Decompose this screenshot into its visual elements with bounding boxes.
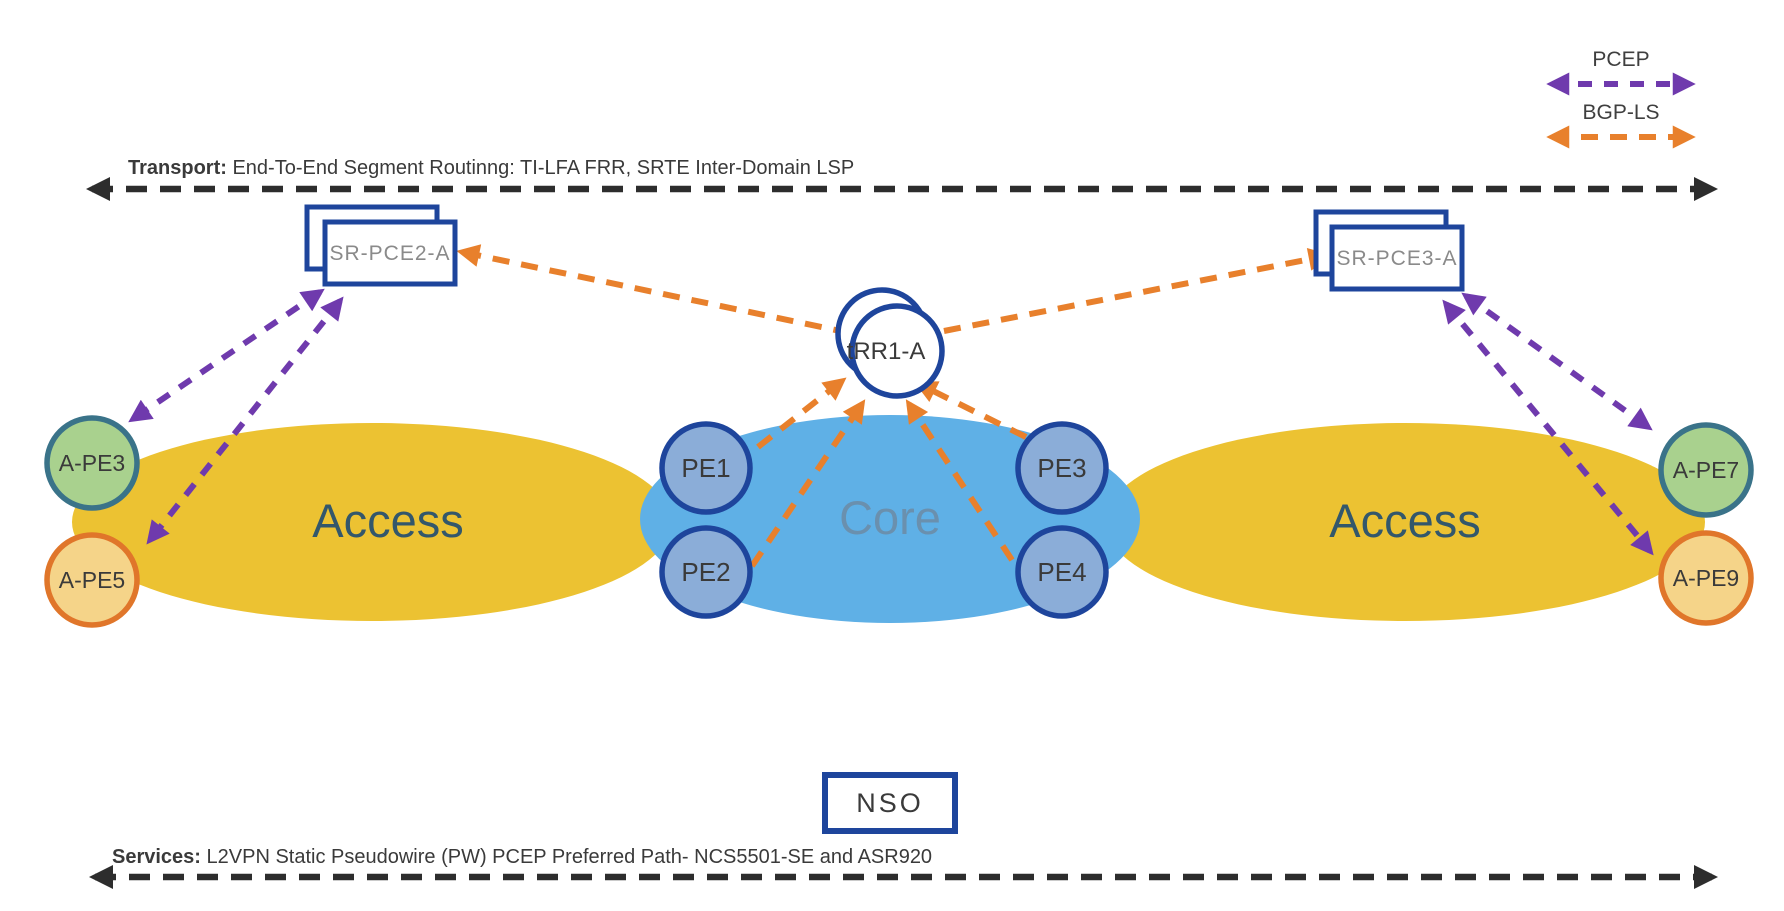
srpce3-node-front (1329, 224, 1465, 292)
pcep-arrow-srpce3-ape9 (1442, 299, 1654, 556)
ape9-label: A-PE9 (1673, 565, 1739, 591)
access-right-label: Access (1329, 494, 1481, 547)
services-caption-text: L2VPN Static Pseudowire (PW) PCEP Prefer… (206, 846, 933, 868)
ape3-node (44, 415, 140, 511)
ape7-label: A-PE7 (1673, 457, 1739, 483)
pe1-node (659, 421, 753, 515)
ape5-label: A-PE5 (59, 567, 125, 593)
bgpls-arrow-trr-to-srpce3 (943, 248, 1332, 334)
bgpls-arrow-pe1-to-trr (756, 377, 847, 450)
core-label: Core (839, 491, 941, 544)
srpce2-node-front (322, 219, 458, 287)
pe4-node (1015, 525, 1109, 619)
bgpls-arrow-pe4-to-trr (905, 399, 1015, 562)
pe3-label: PE3 (1037, 453, 1086, 483)
srpce2-label: SR-PCE2-A (329, 242, 450, 265)
ape5-node (44, 532, 140, 628)
ape3-label: A-PE3 (59, 450, 125, 476)
pe3-node (1015, 421, 1109, 515)
nso-label: NSO (856, 788, 924, 818)
core-ellipse (640, 415, 1140, 623)
pcep-arrow-srpce2-ape3 (128, 288, 325, 423)
pe4-label: PE4 (1037, 557, 1086, 587)
transport-caption: Transport: End-To-End Segment Routinng: … (128, 157, 854, 180)
ape7-node (1658, 422, 1754, 518)
pe1-label: PE1 (681, 453, 730, 483)
ape9-node (1658, 530, 1754, 626)
services-caption-prefix: Services: (112, 846, 201, 868)
access-left-label: Access (312, 494, 464, 547)
transport-caption-prefix: Transport: (128, 157, 227, 179)
nso-node (822, 772, 958, 834)
trr-label: tRR1-A (847, 338, 926, 365)
legend-bgpls-label: BGP-LS (1582, 101, 1659, 124)
bgpls-arrow-pe3-to-trr (913, 381, 1028, 440)
srpce3-label: SR-PCE3-A (1336, 247, 1457, 270)
services-caption: Services: L2VPN Static Pseudowire (PW) P… (112, 846, 932, 869)
legend-pcep-label: PCEP (1592, 48, 1649, 71)
pe2-label: PE2 (681, 557, 730, 587)
trr-node-front (849, 303, 945, 399)
transport-caption-text: End-To-End Segment Routinng: TI-LFA FRR,… (232, 157, 855, 179)
bgpls-arrow-trr-to-srpce2 (456, 244, 851, 336)
pe2-node (659, 525, 753, 619)
bgpls-arrow-pe2-to-trr (749, 399, 866, 568)
pcep-arrow-srpce3-ape7 (1461, 292, 1653, 431)
